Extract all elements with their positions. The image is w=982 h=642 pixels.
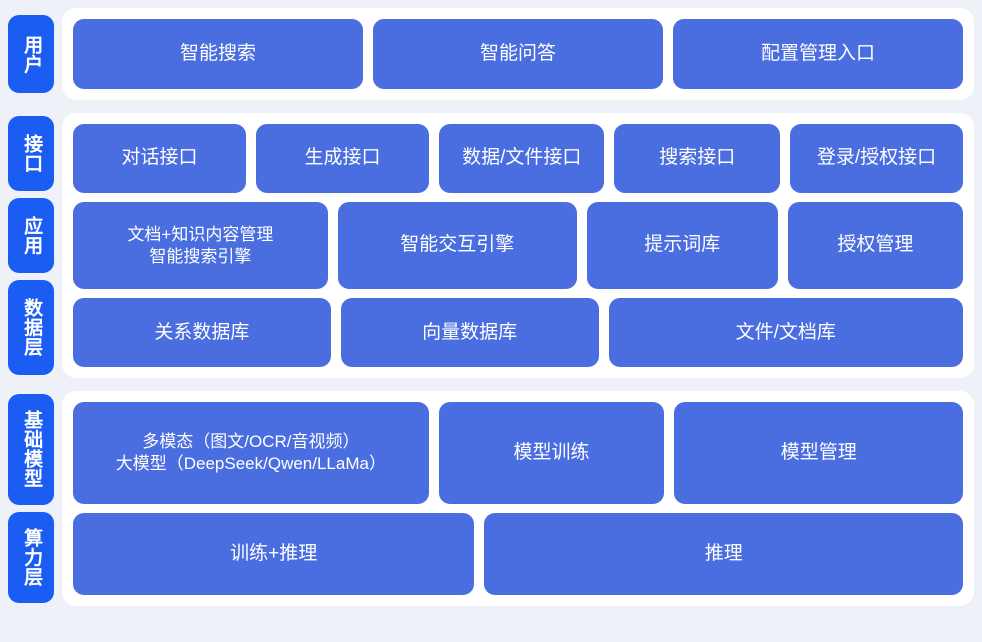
layer-tab-interface[interactable]: 接口 (8, 116, 54, 192)
box-login-auth-interface[interactable]: 登录/授权接口 (790, 124, 963, 193)
row-compute: 训练+推理 推理 (73, 512, 963, 595)
box-data-file-interface[interactable]: 数据/文件接口 (438, 124, 605, 193)
tab-column-infra: 基础模型 算力层 (8, 391, 54, 606)
layer-tab-data[interactable]: 数据层 (8, 280, 54, 376)
box-smart-interaction-engine[interactable]: 智能交互引擎 (337, 201, 577, 290)
box-file-document-store[interactable]: 文件/文档库 (608, 298, 963, 368)
box-doc-knowledge-management[interactable]: 文档+知识内容管理 智能搜索引擎 (73, 201, 328, 290)
box-dialog-interface[interactable]: 对话接口 (73, 124, 246, 193)
row-data: 关系数据库 向量数据库 文件/文档库 (73, 298, 963, 368)
section-infrastructure: 基础模型 算力层 多模态（图文/OCR/音视频） 大模型（DeepSeek/Qw… (8, 391, 974, 606)
row-interface: 对话接口 生成接口 数据/文件接口 搜索接口 登录/授权接口 (73, 124, 963, 193)
box-config-management-entry[interactable]: 配置管理入口 (673, 19, 963, 89)
box-relational-database[interactable]: 关系数据库 (73, 298, 331, 368)
box-smart-qa[interactable]: 智能问答 (373, 19, 663, 89)
row-models: 多模态（图文/OCR/音视频） 大模型（DeepSeek/Qwen/LLaMa）… (73, 402, 963, 504)
box-model-training[interactable]: 模型训练 (438, 402, 665, 504)
section-middle: 接口 应用 数据层 对话接口 生成接口 数据/文件接口 搜索接口 登录/授权接口… (8, 113, 974, 378)
box-authorization-management[interactable]: 授权管理 (787, 201, 963, 290)
tab-column-users: 用户 (8, 8, 54, 100)
box-search-interface[interactable]: 搜索接口 (614, 124, 780, 193)
layer-tab-compute[interactable]: 算力层 (8, 511, 54, 603)
layer-tab-foundation-model[interactable]: 基础模型 (8, 394, 54, 505)
box-smart-search[interactable]: 智能搜索 (73, 19, 363, 89)
panel-users: 智能搜索 智能问答 配置管理入口 (62, 8, 974, 100)
box-inference[interactable]: 推理 (484, 512, 963, 595)
layer-tab-application[interactable]: 应用 (8, 198, 54, 274)
section-users: 用户 智能搜索 智能问答 配置管理入口 (8, 8, 974, 100)
box-model-management[interactable]: 模型管理 (674, 402, 963, 504)
row-application: 文档+知识内容管理 智能搜索引擎 智能交互引擎 提示词库 授权管理 (73, 201, 963, 290)
row-user-entries: 智能搜索 智能问答 配置管理入口 (73, 19, 963, 89)
tab-column-middle: 接口 应用 数据层 (8, 113, 54, 378)
panel-middle: 对话接口 生成接口 数据/文件接口 搜索接口 登录/授权接口 文档+知识内容管理… (62, 113, 974, 378)
layer-tab-user[interactable]: 用户 (8, 15, 54, 93)
panel-infrastructure: 多模态（图文/OCR/音视频） 大模型（DeepSeek/Qwen/LLaMa）… (62, 391, 974, 606)
box-multimodal-large-model[interactable]: 多模态（图文/OCR/音视频） 大模型（DeepSeek/Qwen/LLaMa） (73, 402, 429, 504)
box-training-inference[interactable]: 训练+推理 (73, 512, 475, 595)
box-vector-database[interactable]: 向量数据库 (340, 298, 599, 368)
box-generation-interface[interactable]: 生成接口 (255, 124, 429, 193)
box-prompt-library[interactable]: 提示词库 (586, 201, 778, 290)
